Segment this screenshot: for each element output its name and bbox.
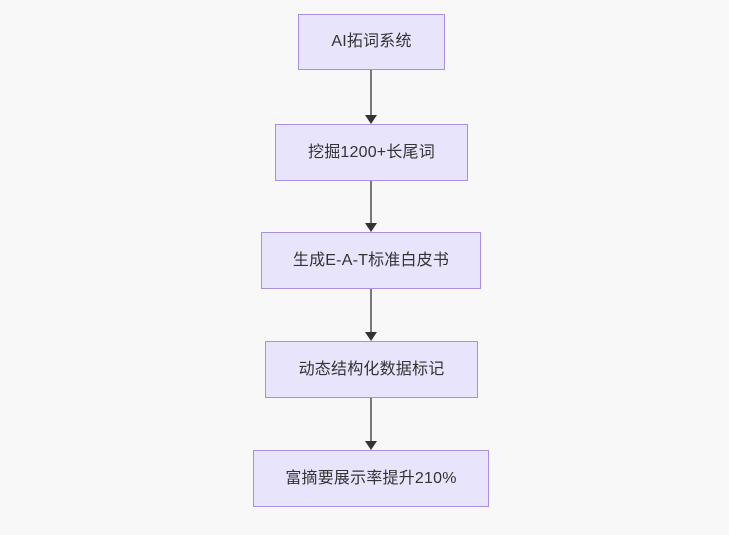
- flow-node-dynamic-structured-data-markup[interactable]: 动态结构化数据标记: [265, 341, 478, 398]
- flow-edge-1: [365, 70, 377, 124]
- flow-node-label: 富摘要展示率提升210%: [285, 469, 457, 487]
- flow-node-ai-keyword-system[interactable]: AI拓词系统: [298, 14, 445, 70]
- arrowhead-icon: [365, 223, 377, 232]
- flow-node-label: 生成E-A-T标准白皮书: [292, 251, 450, 269]
- arrowhead-icon: [365, 441, 377, 450]
- flow-node-generate-eat-whitepaper[interactable]: 生成E-A-T标准白皮书: [261, 232, 481, 289]
- arrowhead-icon: [365, 115, 377, 124]
- flow-node-label: 挖掘1200+长尾词: [308, 143, 435, 161]
- edge-line: [370, 70, 372, 116]
- flow-edge-3: [365, 289, 377, 341]
- flow-node-mine-longtail-keywords[interactable]: 挖掘1200+长尾词: [275, 124, 468, 181]
- flow-edge-4: [365, 398, 377, 450]
- flow-node-label: 动态结构化数据标记: [298, 360, 445, 378]
- edge-line: [370, 398, 372, 442]
- flow-edge-2: [365, 181, 377, 232]
- flow-node-label: AI拓词系统: [331, 33, 412, 50]
- edge-line: [370, 289, 372, 333]
- arrowhead-icon: [365, 332, 377, 341]
- edge-line: [370, 181, 372, 224]
- flow-node-rich-snippet-impression-lift[interactable]: 富摘要展示率提升210%: [253, 450, 489, 507]
